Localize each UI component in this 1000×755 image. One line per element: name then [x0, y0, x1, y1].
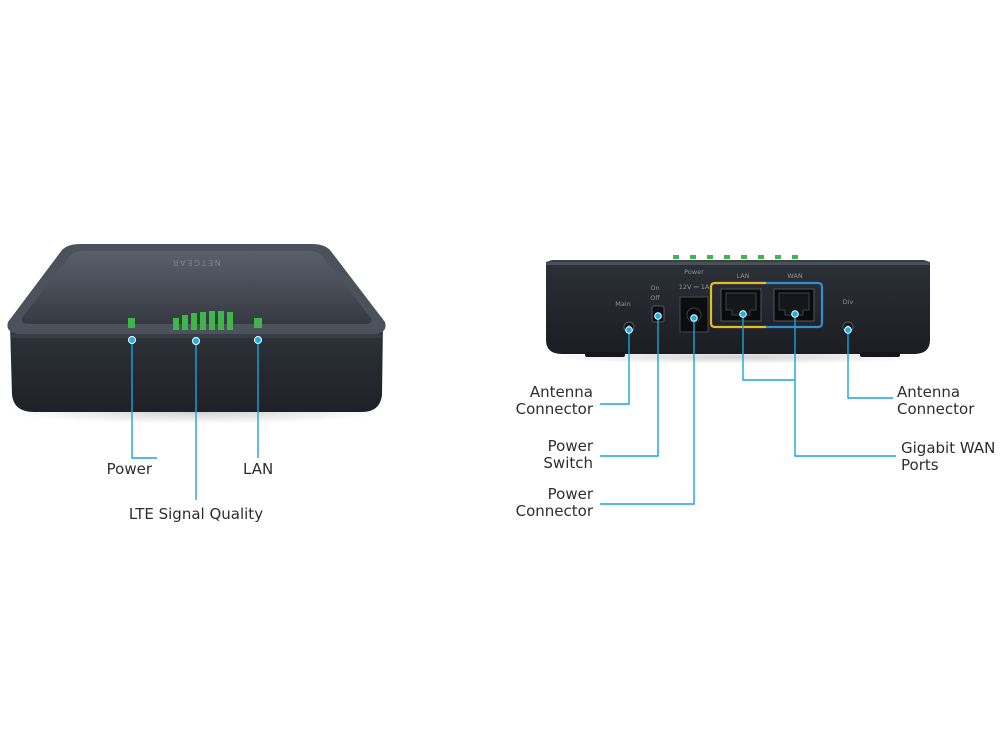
led-power — [128, 318, 135, 328]
front-rim — [11, 334, 382, 338]
panel-text-power: Power — [684, 268, 704, 276]
wan-highlight — [766, 281, 824, 329]
label-lan-text: LAN — [243, 460, 274, 478]
rear-rim — [546, 262, 930, 265]
panel-text-lan: LAN — [736, 272, 749, 280]
label-antenna-div-line2: Connector — [897, 400, 975, 418]
led-lan — [254, 318, 262, 328]
callout-dot-power-connector — [690, 314, 698, 322]
rear-led-tip — [792, 255, 798, 259]
label-antenna-connector-main: Antenna Connector — [480, 384, 593, 418]
rear-led-tip — [690, 255, 696, 259]
panel-text-div: Div — [843, 298, 854, 306]
lan-port — [720, 288, 762, 322]
callout-line-power-connector — [600, 318, 695, 505]
callout-line-power — [131, 341, 157, 459]
panel-text-on: On — [650, 284, 659, 292]
callout-dot-power — [128, 336, 136, 344]
led-signal-3 — [191, 313, 197, 330]
callout-line-antenna-main — [600, 330, 630, 405]
rear-foot-right — [860, 352, 900, 357]
rear-led-tip — [775, 255, 781, 259]
label-gigabit-wan-line1: Gigabit WAN — [901, 439, 996, 457]
callout-dot-lte — [192, 337, 200, 345]
front-led-bars — [128, 311, 262, 330]
callout-dot-power-switch — [654, 312, 662, 320]
led-signal-5 — [209, 311, 215, 330]
label-power-switch-line2: Switch — [543, 454, 593, 472]
panel-text-off: Off — [650, 294, 660, 302]
rear-panel-text: Main On Off Power 12V ⎓ 1A LAN WAN Div — [615, 268, 853, 308]
label-antenna-main-line1: Antenna — [529, 383, 593, 401]
callout-line-antenna-div — [847, 330, 893, 399]
front-callout-lines — [131, 341, 259, 500]
led-signal-7 — [227, 312, 233, 330]
lan-highlight — [709, 281, 766, 329]
lan-port-socket — [725, 292, 757, 316]
callout-dot-lan-port — [739, 310, 747, 318]
callout-line-power-switch — [600, 316, 659, 457]
callout-line-wan-ports — [794, 314, 896, 457]
led-signal-1 — [173, 318, 179, 330]
led-signal-4 — [200, 312, 206, 330]
rear-led-tip — [707, 255, 713, 259]
label-antenna-connector-div: Antenna Connector — [897, 384, 974, 418]
label-lte-signal-quality: LTE Signal Quality — [116, 506, 276, 523]
label-power-switch-line1: Power — [547, 437, 593, 455]
label-gigabit-wan-ports: Gigabit WAN Ports — [901, 440, 995, 474]
rear-led-tip — [673, 255, 679, 259]
label-power: Power — [60, 461, 152, 478]
label-power-connector-line1: Power — [547, 485, 593, 503]
callout-dot-antenna-main — [625, 326, 633, 334]
rear-led-tips — [673, 255, 798, 259]
panel-text-rating: 12V ⎓ 1A — [679, 283, 710, 291]
label-power-switch: Power Switch — [480, 438, 593, 472]
rear-top-edge — [546, 260, 930, 262]
rear-callout-lines — [600, 314, 896, 505]
brand-logo: NETGEAR — [171, 258, 220, 267]
callout-dot-antenna-div — [844, 326, 852, 334]
rear-led-tip — [758, 255, 764, 259]
label-antenna-div-line1: Antenna — [897, 383, 961, 401]
label-power-text: Power — [106, 460, 152, 478]
rear-device: Main On Off Power 12V ⎓ 1A LAN WAN Div — [542, 255, 932, 364]
callout-dot-lan — [254, 336, 262, 344]
front-top-surface — [21, 251, 372, 324]
led-signal-6 — [218, 311, 224, 330]
rear-callout-dots — [625, 310, 852, 334]
panel-text-wan: WAN — [787, 272, 803, 280]
panel-text-main: Main — [615, 300, 631, 308]
callout-dot-wan-port — [791, 310, 799, 318]
rear-foot-left — [585, 352, 625, 357]
label-power-connector: Power Connector — [480, 486, 593, 520]
front-callout-dots — [128, 336, 262, 345]
rear-led-tip — [724, 255, 730, 259]
label-gigabit-wan-line2: Ports — [901, 456, 939, 474]
callout-line-lan-branch — [742, 314, 795, 381]
label-power-connector-line2: Connector — [515, 502, 593, 520]
label-antenna-main-line2: Connector — [515, 400, 593, 418]
label-lan: LAN — [243, 461, 273, 478]
led-signal-2 — [182, 315, 188, 330]
wan-port-socket — [778, 292, 810, 316]
rear-led-tip — [741, 255, 747, 259]
label-lte-text: LTE Signal Quality — [128, 505, 264, 523]
